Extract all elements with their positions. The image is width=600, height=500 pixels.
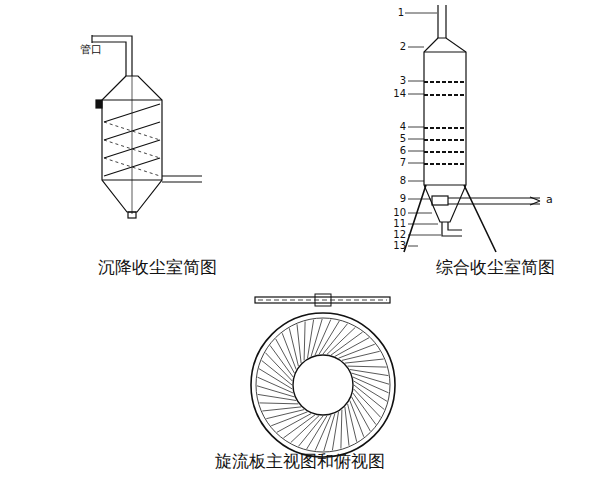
swirl-blade [289,328,298,366]
callout-number: 7 [400,157,406,168]
swirl-blade [315,320,331,356]
callout-number: 1 [398,7,404,18]
swirl-blade [277,414,311,433]
swirl-blade [276,339,295,373]
callout-number: 4 [400,121,406,132]
swirl-blade [308,320,314,359]
swirl-blade [271,412,307,426]
swirl-plate [251,294,395,457]
swirl-blade [348,366,387,367]
swirl-blade [339,344,375,358]
callout-number: 9 [400,193,406,204]
callout-number: 6 [400,145,406,156]
swirl-blade [266,410,304,419]
figure-caption: 综合收尘室简图 [436,258,555,277]
swirl-blade [262,361,292,386]
swirl-blade [353,377,389,393]
inlet-label: a [546,194,553,206]
callout-number: 12 [393,229,406,240]
swirl-blades [257,319,389,451]
figure-caption: 沉降收尘室简图 [98,258,217,277]
callout-number: 3 [400,75,406,86]
swirl-blade [354,381,387,401]
callout-number: 2 [400,41,406,52]
swirl-blade [282,333,296,369]
swirl-blade [258,394,297,400]
swirl-blade [260,403,299,404]
swirl-blade [350,401,364,437]
swirl-blade [315,415,331,451]
settling-chamber [92,35,202,218]
swirl-blade [341,410,342,449]
swirl-blade [348,404,357,442]
swirl-blade [297,324,301,363]
pipe-label: 管口 [80,44,102,56]
swirl-blade [304,322,305,361]
swirl-blade [345,407,349,446]
callout-number: 11 [393,218,406,229]
callout-number: 14 [393,88,406,99]
swirl-blade [262,407,301,411]
swirl-blade [258,377,294,393]
callout-number: 13 [393,240,406,251]
callout-number: 8 [400,175,406,186]
swirl-blade [299,416,324,446]
figure-caption: 旋流板主视图和俯视图 [215,452,385,471]
swirl-blade [332,412,338,451]
swirl-blade [342,351,380,360]
swirl-blade [335,338,369,357]
swirl-blade [352,397,371,431]
composite-chamber [404,5,540,252]
swirl-blade [350,370,389,376]
callout-number: 10 [393,207,406,218]
callout-number: 5 [400,133,406,144]
swirl-blade [323,324,348,354]
swirl-blade [345,359,384,363]
